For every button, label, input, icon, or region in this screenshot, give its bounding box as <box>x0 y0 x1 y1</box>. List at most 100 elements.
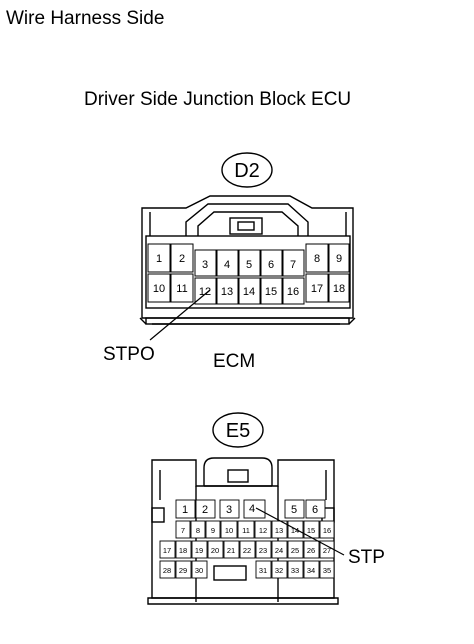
ecm-title: ECM <box>213 351 256 372</box>
e5-pin-cell <box>195 499 216 519</box>
d2-pin-number: 12 <box>199 286 211 298</box>
connector-d2-pins <box>147 243 350 305</box>
e5-pin-number: 33 <box>291 566 299 575</box>
e5-pin-number: 7 <box>181 526 185 535</box>
d2-pin-cell <box>305 243 329 273</box>
e5-pin-cell <box>207 540 224 559</box>
e5-pin-number: 16 <box>323 526 331 535</box>
connector-d2-rail <box>145 317 350 325</box>
e5-pin-number: 31 <box>259 566 267 575</box>
e5-pin-cell <box>205 520 221 539</box>
d2-pin-number: 7 <box>290 259 296 271</box>
d2-pin-cell <box>328 243 350 273</box>
e5-pin-cell <box>159 540 176 559</box>
e5-pin-cell <box>243 499 266 519</box>
e5-pin-number: 35 <box>323 566 331 575</box>
e5-pin-number: 13 <box>275 526 283 535</box>
d2-pin-cell <box>170 273 194 303</box>
stpo-leader-line <box>149 289 211 341</box>
d2-pin-cell <box>328 273 350 303</box>
e5-pin-cell <box>284 499 305 519</box>
e5-pin-cell <box>303 540 320 559</box>
d2-pin-number: 11 <box>176 283 187 295</box>
e5-pin-cell <box>159 560 176 579</box>
d2-pin-cell <box>147 243 171 273</box>
e5-pin-cell <box>237 520 255 539</box>
e5-pin-number: 17 <box>163 546 171 555</box>
e5-pin-cell <box>255 560 272 579</box>
d2-pin-number: 15 <box>265 286 277 298</box>
e5-pin-number: 15 <box>307 526 315 535</box>
e5-pin-cell <box>303 560 320 579</box>
e5-pin-cell <box>223 540 240 559</box>
e5-pin-cell <box>319 560 335 579</box>
d2-pin-number: 17 <box>311 283 323 295</box>
d2-pin-number: 4 <box>224 259 230 271</box>
connector-e5-pins <box>159 499 335 579</box>
d2-pin-cell <box>194 249 217 277</box>
e5-pin-cell <box>219 499 240 519</box>
d2-pin-number: 2 <box>179 253 185 265</box>
connector-d2-body <box>145 235 351 309</box>
d2-pin-number: 13 <box>221 286 233 298</box>
e5-pin-number: 29 <box>179 566 187 575</box>
e5-pin-number: 22 <box>243 546 251 555</box>
d2-pin-number: 9 <box>336 253 342 265</box>
connector-d2-id: D2 <box>234 160 260 182</box>
connector-d2-pin-labels: 1 2 3 4 5 6 7 8 9 10 11 12 13 14 15 16 1… <box>153 253 345 298</box>
stpo-signal-label: STPO <box>103 344 155 365</box>
d2-pin-number: 1 <box>156 253 162 265</box>
e5-pin-cell <box>287 560 304 579</box>
e5-pin-number: 1 <box>182 504 188 516</box>
e5-pin-cell <box>255 540 272 559</box>
e5-pin-number: 20 <box>211 546 219 555</box>
d2-pin-cell <box>305 273 329 303</box>
e5-pin-number: 3 <box>226 504 232 516</box>
e5-pin-number: 28 <box>163 566 171 575</box>
stp-leader-line <box>255 507 345 556</box>
e5-pin-number: 27 <box>323 546 331 555</box>
e5-pin-number: 14 <box>291 526 299 535</box>
d2-pin-cell <box>170 243 194 273</box>
d2-pin-number: 6 <box>268 259 274 271</box>
d2-pin-cell <box>260 277 283 305</box>
e5-pin-cell <box>271 540 288 559</box>
e5-pin-cell <box>175 540 192 559</box>
e5-pin-number: 2 <box>202 504 208 516</box>
d2-pin-cell <box>147 273 171 303</box>
e5-pin-number: 12 <box>259 526 267 535</box>
d2-pin-cell <box>216 277 239 305</box>
connector-d2-id-badge <box>221 152 273 188</box>
connector-e5-id-badge <box>212 412 264 448</box>
d2-pin-number: 8 <box>314 253 320 265</box>
e5-pin-cell <box>254 520 272 539</box>
d2-pin-number: 14 <box>243 286 255 298</box>
e5-pin-number: 8 <box>196 526 200 535</box>
e5-pin-number: 25 <box>291 546 299 555</box>
e5-pin-cell <box>190 520 206 539</box>
e5-pin-number: 11 <box>242 526 250 535</box>
d2-pin-number: 16 <box>287 286 299 298</box>
e5-pin-number: 32 <box>275 566 283 575</box>
e5-pin-number: 18 <box>179 546 187 555</box>
wire-harness-side-label: Wire Harness Side <box>6 8 165 29</box>
d2-pin-cell <box>282 277 305 305</box>
d2-pin-number: 18 <box>333 283 345 295</box>
d2-pin-cell <box>282 249 305 277</box>
e5-pin-number: 24 <box>275 546 283 555</box>
e5-pin-cell <box>191 560 208 579</box>
e5-pin-number: 23 <box>259 546 267 555</box>
connector-e5-latch <box>203 457 273 486</box>
e5-pin-number: 19 <box>195 546 203 555</box>
e5-pin-cell <box>319 520 335 539</box>
e5-pin-number: 9 <box>211 526 215 535</box>
d2-pin-number: 5 <box>246 259 252 271</box>
e5-pin-cell <box>175 499 196 519</box>
e5-pin-cell <box>271 560 288 579</box>
e5-pin-number: 26 <box>307 546 315 555</box>
e5-pin-cell <box>220 520 238 539</box>
d2-pin-number: 10 <box>153 283 165 295</box>
stp-signal-label: STP <box>348 547 385 568</box>
e5-pin-number: 6 <box>312 504 318 516</box>
